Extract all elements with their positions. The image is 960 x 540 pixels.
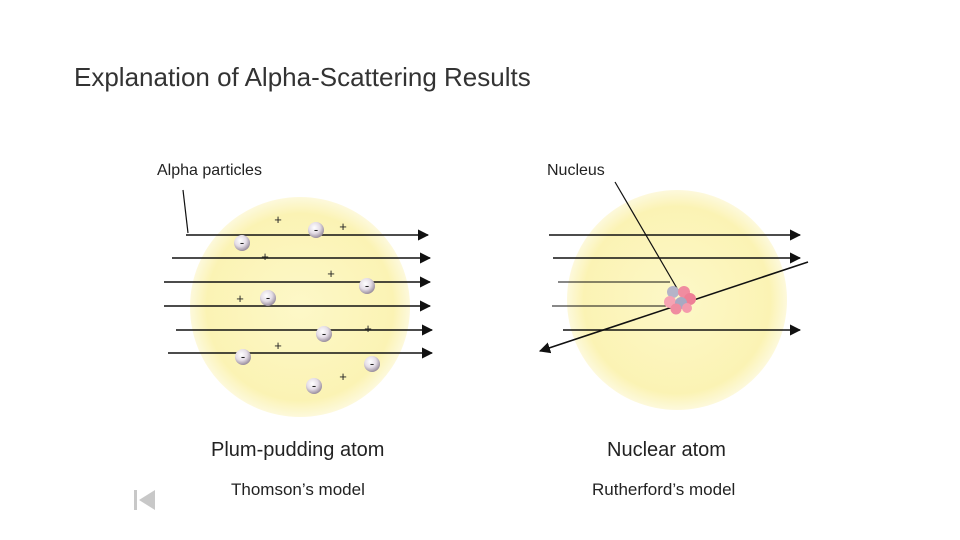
electron — [308, 222, 324, 238]
neutron — [667, 286, 679, 298]
electron — [234, 235, 250, 251]
negative-sign: - — [240, 235, 244, 250]
positive-sign: + — [339, 219, 347, 234]
positive-sign: + — [364, 321, 372, 336]
electron — [359, 278, 375, 294]
electron — [364, 356, 380, 372]
nucleus-label: Nucleus — [547, 162, 605, 179]
skip-back-icon[interactable] — [133, 488, 157, 512]
proton — [684, 293, 696, 305]
negative-sign: - — [312, 378, 316, 393]
right-caption: Nuclear atom — [607, 439, 726, 461]
plum-pudding-atom: - - - - - - - - + + + + + + + + — [164, 189, 434, 417]
pudding-sphere — [190, 197, 410, 417]
electron — [235, 349, 251, 365]
charge-signs: - - - - - - - - + + + + + + + + — [236, 212, 374, 393]
positive-sign: + — [274, 212, 282, 227]
positive-sign: + — [274, 338, 282, 353]
proton — [670, 303, 682, 315]
electron — [306, 378, 322, 394]
left-caption: Plum-pudding atom — [211, 439, 385, 461]
positive-sign: + — [327, 266, 335, 281]
nuclear-atom — [538, 181, 809, 410]
negative-sign: - — [266, 290, 270, 305]
electron — [316, 326, 332, 342]
nucleus-pointer-line — [614, 181, 679, 291]
negative-sign: - — [314, 222, 318, 237]
negative-sign: - — [370, 356, 374, 371]
negative-sign: - — [241, 349, 245, 364]
alpha-particles-label: Alpha particles — [157, 162, 262, 179]
left-subcaption: Thomson’s model — [231, 480, 365, 499]
alpha-paths-left — [164, 229, 434, 359]
right-subcaption: Rutherford’s model — [592, 480, 736, 499]
electrons — [234, 222, 380, 394]
negative-sign: - — [322, 326, 326, 341]
positive-sign: + — [236, 291, 244, 306]
nucleus — [664, 286, 696, 315]
negative-sign: - — [365, 278, 369, 293]
electron — [260, 290, 276, 306]
slide-title: Explanation of Alpha-Scattering Results — [74, 62, 531, 92]
proton — [682, 303, 692, 313]
positive-sign: + — [339, 369, 347, 384]
alpha-pointer-line — [182, 189, 189, 234]
positive-sign: + — [261, 249, 269, 264]
